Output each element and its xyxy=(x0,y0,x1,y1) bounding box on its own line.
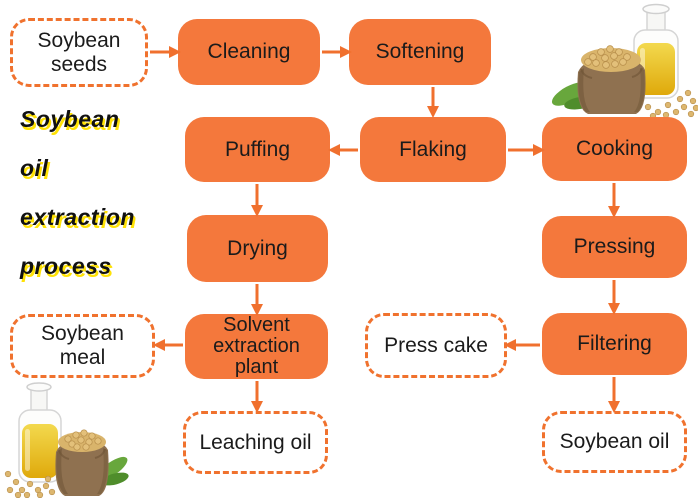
title-line: extraction xyxy=(20,204,135,230)
node-drying: Drying xyxy=(187,215,328,282)
title-line: process xyxy=(20,253,112,279)
oil-bottle-icon xyxy=(18,382,62,483)
scattered-beans-icon xyxy=(644,89,698,120)
soybeans-and-oil-photo-bottom-left xyxy=(4,382,129,498)
node-cleaning: Cleaning xyxy=(178,19,320,85)
node-press-cake: Press cake xyxy=(365,313,507,378)
scattered-beans-icon xyxy=(4,470,56,498)
node-soybean-meal: Soybean meal xyxy=(10,314,155,378)
node-leaching-oil: Leaching oil xyxy=(183,411,328,474)
oil-bottle-icon xyxy=(633,3,679,99)
title-line: oil xyxy=(20,155,49,181)
node-cooking: Cooking xyxy=(542,117,687,181)
soybeans-and-oil-photo-top-right xyxy=(551,3,698,120)
node-soybean-seeds: Soybean seeds xyxy=(10,18,148,87)
node-puffing: Puffing xyxy=(185,117,330,182)
node-flaking: Flaking xyxy=(360,117,506,182)
node-softening: Softening xyxy=(349,19,491,85)
soybean-sack-icon xyxy=(577,45,646,114)
node-pressing: Pressing xyxy=(542,216,687,278)
soybean-sack-icon xyxy=(55,429,109,496)
node-soybean-oil: Soybean oil xyxy=(542,411,687,473)
diagram-title: Soybean oil extraction process xyxy=(20,106,135,302)
node-solvent-extraction-plant: Solvent extraction plant xyxy=(185,314,328,379)
title-line: Soybean xyxy=(20,106,120,132)
node-filtering: Filtering xyxy=(542,313,687,375)
